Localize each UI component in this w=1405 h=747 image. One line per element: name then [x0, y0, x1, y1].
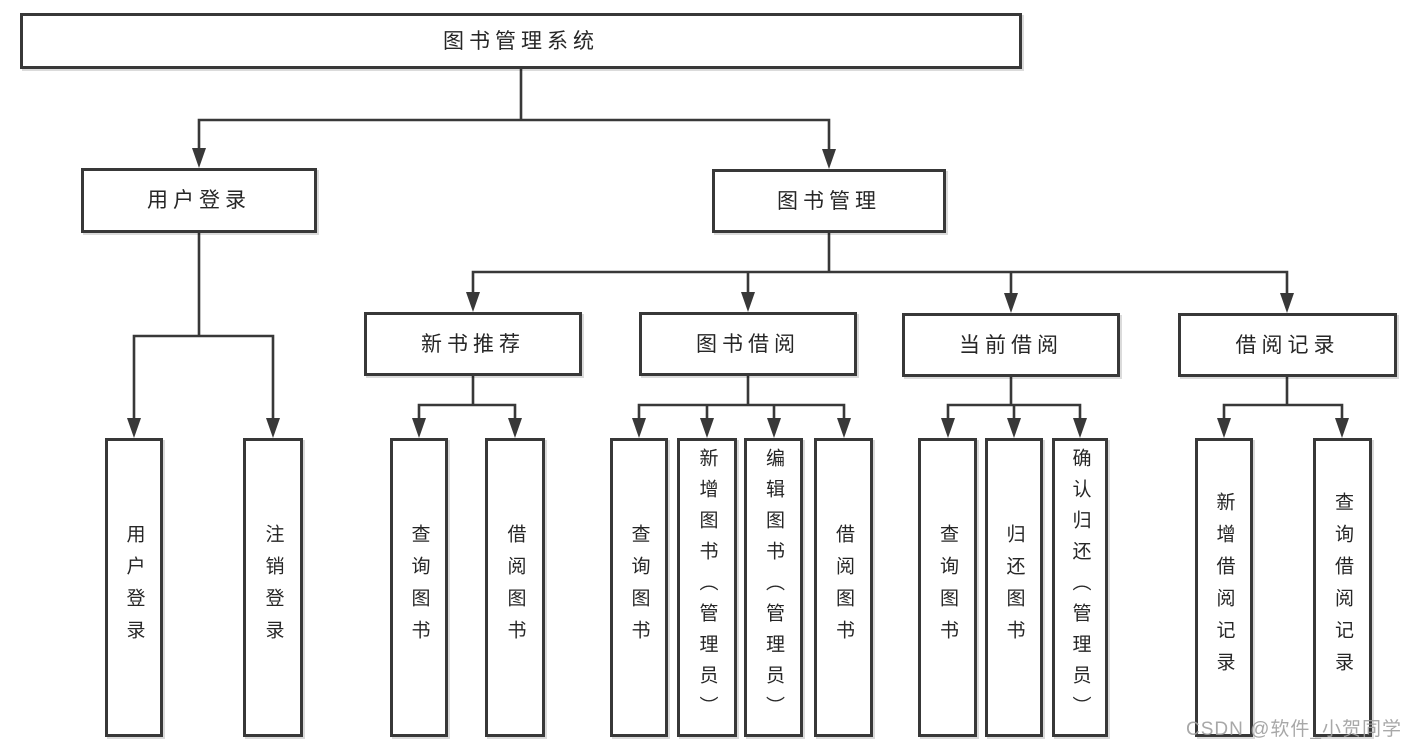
node-label: 图书借阅 — [696, 332, 800, 356]
node-label: 用户登录 — [147, 189, 251, 212]
node-label: 借阅图书 — [504, 523, 526, 652]
node-label: 编辑图书（管理员） — [763, 448, 784, 727]
node-label: 归还图书 — [1003, 523, 1025, 652]
node-borrow-records: 借阅记录 — [1178, 313, 1397, 377]
node-label: 查询借阅记录 — [1332, 491, 1353, 684]
node-label: 当前借阅 — [959, 333, 1063, 357]
leaf-return-books: 归还图书 — [985, 438, 1043, 737]
leaf-query-books-current: 查询图书 — [918, 438, 977, 737]
node-label: 确认归还（管理员） — [1069, 448, 1091, 727]
leaf-add-borrow-record: 新增借阅记录 — [1195, 438, 1253, 737]
node-label: 图书管理 — [777, 189, 881, 213]
leaf-confirm-return-admin: 确认归还（管理员） — [1052, 438, 1108, 737]
leaf-edit-books-admin: 编辑图书（管理员） — [744, 438, 803, 737]
leaf-add-books-admin: 新增图书（管理员） — [677, 438, 737, 737]
arrowhead-icons — [127, 148, 1349, 438]
node-label: 借阅记录 — [1235, 333, 1340, 357]
node-book-management: 图书管理 — [712, 169, 946, 233]
leaf-borrow-books: 借阅图书 — [814, 438, 873, 737]
node-user-login: 用户登录 — [81, 168, 317, 233]
node-new-book-recommend: 新书推荐 — [364, 312, 582, 376]
node-library-system: 图书管理系统 — [20, 13, 1022, 69]
node-label: 图书管理系统 — [443, 29, 599, 53]
leaf-user-login: 用户登录 — [105, 438, 163, 737]
node-label: 新增借阅记录 — [1213, 491, 1235, 684]
leaf-query-books-borrow: 查询图书 — [610, 438, 668, 737]
node-label: 查询图书 — [408, 523, 430, 652]
leaf-query-books-recommend: 查询图书 — [390, 438, 448, 737]
node-label: 查询图书 — [628, 523, 650, 652]
node-label: 用户登录 — [123, 523, 145, 652]
leaf-query-borrow-record: 查询借阅记录 — [1313, 438, 1372, 737]
leaf-logout: 注销登录 — [243, 438, 303, 737]
leaf-borrow-books-recommend: 借阅图书 — [485, 438, 545, 737]
node-label: 注销登录 — [262, 523, 284, 652]
node-current-borrow: 当前借阅 — [902, 313, 1120, 377]
node-label: 查询图书 — [937, 523, 958, 652]
node-label: 新增图书（管理员） — [696, 448, 718, 727]
node-label: 新书推荐 — [421, 332, 525, 356]
node-label: 借阅图书 — [833, 523, 854, 652]
csdn-watermark: CSDN @软件_小贺同学 — [1186, 719, 1402, 740]
node-book-borrow: 图书借阅 — [639, 312, 857, 376]
